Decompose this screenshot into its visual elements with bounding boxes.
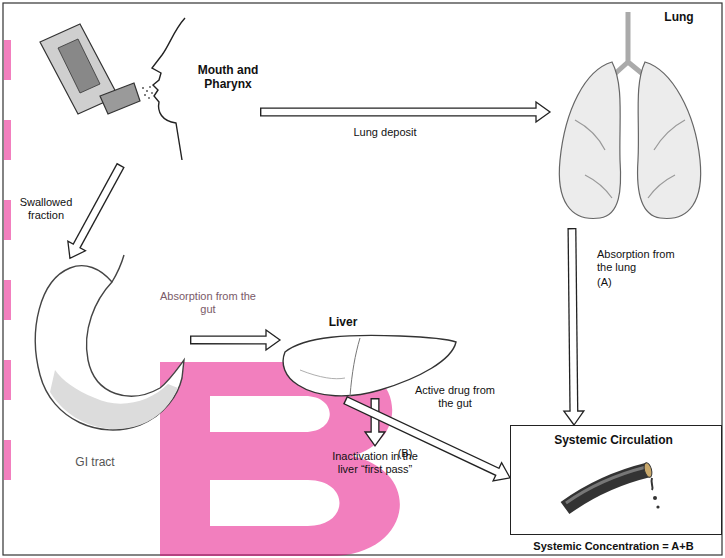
organ-label: Lung: [654, 10, 704, 24]
edge-label: Swallowed fraction: [10, 196, 82, 222]
watermark-bar: [4, 40, 11, 80]
watermark-bar: [4, 360, 11, 400]
edge-label: Active drug from the gut: [407, 384, 503, 410]
arrow-head: [266, 330, 280, 350]
region-label: Mouth and Pharynx: [196, 63, 260, 92]
stomach: [35, 255, 184, 430]
page-frame: [3, 3, 722, 555]
arrow-fill: [261, 109, 537, 115]
lung-region: Lung: [550, 8, 715, 228]
block-arrow: [260, 102, 550, 122]
right-lung: [638, 62, 701, 218]
watermark-bar: [4, 440, 11, 480]
stomach-band: [50, 370, 178, 429]
mouth-region: Mouth and Pharynx: [20, 15, 260, 165]
note-text: Inactivation in the liver “first pass”: [325, 450, 425, 476]
formula: Systemic Concentration = A+B: [501, 540, 725, 553]
box-title: Systemic Circulation: [511, 433, 716, 447]
circulation-box: Systemic CirculationSystemic Concentrati…: [510, 425, 722, 535]
spray: [142, 86, 153, 99]
block-arrow: [564, 228, 584, 425]
mouthpiece: [100, 83, 140, 114]
lung-fissure: [575, 120, 685, 198]
edge-label: Absorption from the lung: [597, 248, 683, 274]
esophagus: [112, 255, 124, 282]
path-letter: (A): [597, 276, 641, 289]
watermark-bar: [4, 120, 11, 160]
liver-lobe-line: [350, 338, 360, 396]
arrow-fill: [76, 166, 120, 247]
arrow-fill: [572, 229, 574, 412]
gi-region: GI tract: [15, 255, 190, 475]
edge-label: Absorption from the gut: [153, 290, 263, 316]
watermark-bar: [4, 280, 11, 320]
inhaler: [40, 24, 153, 114]
block-arrow: [68, 165, 121, 258]
arrow-fill: [191, 337, 267, 343]
face-profile: [152, 18, 185, 160]
organ-label: Liver: [318, 315, 368, 329]
blood-vessel: [565, 462, 660, 509]
arrow-head: [564, 411, 584, 425]
organ-label: GI tract: [45, 455, 145, 469]
canister: [58, 39, 100, 93]
arrow-head: [536, 102, 550, 122]
watermark: [4, 40, 400, 556]
left-lung: [559, 62, 620, 218]
liver-shade: [300, 370, 345, 379]
edge-label: Lung deposit: [325, 126, 445, 139]
watermark-bar: [4, 200, 11, 240]
block-arrow: [190, 330, 280, 350]
lungs: [559, 12, 700, 218]
